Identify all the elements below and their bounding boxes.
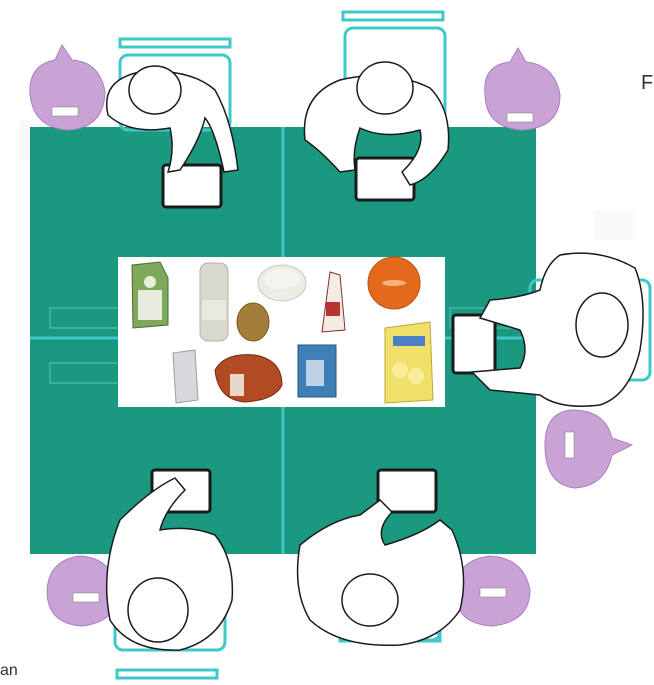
product-board [118,257,445,407]
round-tin [258,265,306,301]
lemon-pack [385,322,433,403]
brown-jar [237,303,269,341]
milk-carton [132,262,168,328]
tablet-right [453,315,495,373]
orange-lid [368,257,420,309]
white-bottle [200,263,228,341]
blue-box [298,345,336,397]
bag-bottom-right [455,556,530,626]
cropped-text-bottom: an [0,662,18,680]
tablet-top-center [356,158,414,200]
tube [173,350,198,403]
cropped-text-right: F [641,72,653,95]
